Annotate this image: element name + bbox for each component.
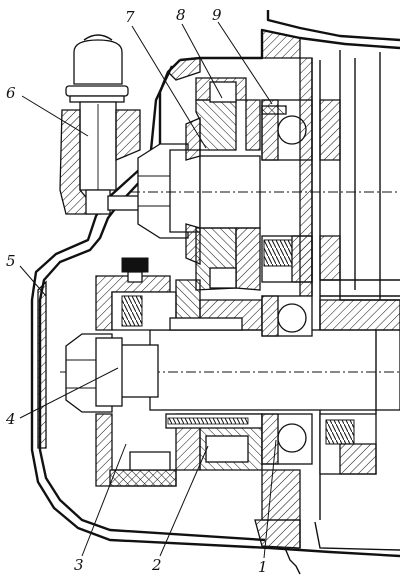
leader-lines (19, 21, 277, 559)
callout-label-6: 6 (6, 84, 16, 102)
callout-label-1: 1 (258, 558, 268, 576)
callout-label-8: 8 (176, 6, 186, 24)
callout-label-2: 2 (151, 556, 162, 574)
callout-label-7: 7 (125, 8, 135, 26)
callout-label-5: 5 (6, 252, 16, 270)
right-cover (299, 50, 400, 520)
callout-label-4: 4 (5, 410, 16, 428)
callout-label-9: 9 (212, 6, 222, 24)
upper-shaft-assembly (130, 77, 400, 291)
housing (30, 10, 400, 575)
callout-labels: 7 8 9 6 5 4 3 2 1 (5, 6, 268, 576)
lower-shaft-assembly (60, 257, 400, 521)
callout-label-3: 3 (74, 556, 84, 574)
breather-fitting (59, 34, 149, 215)
